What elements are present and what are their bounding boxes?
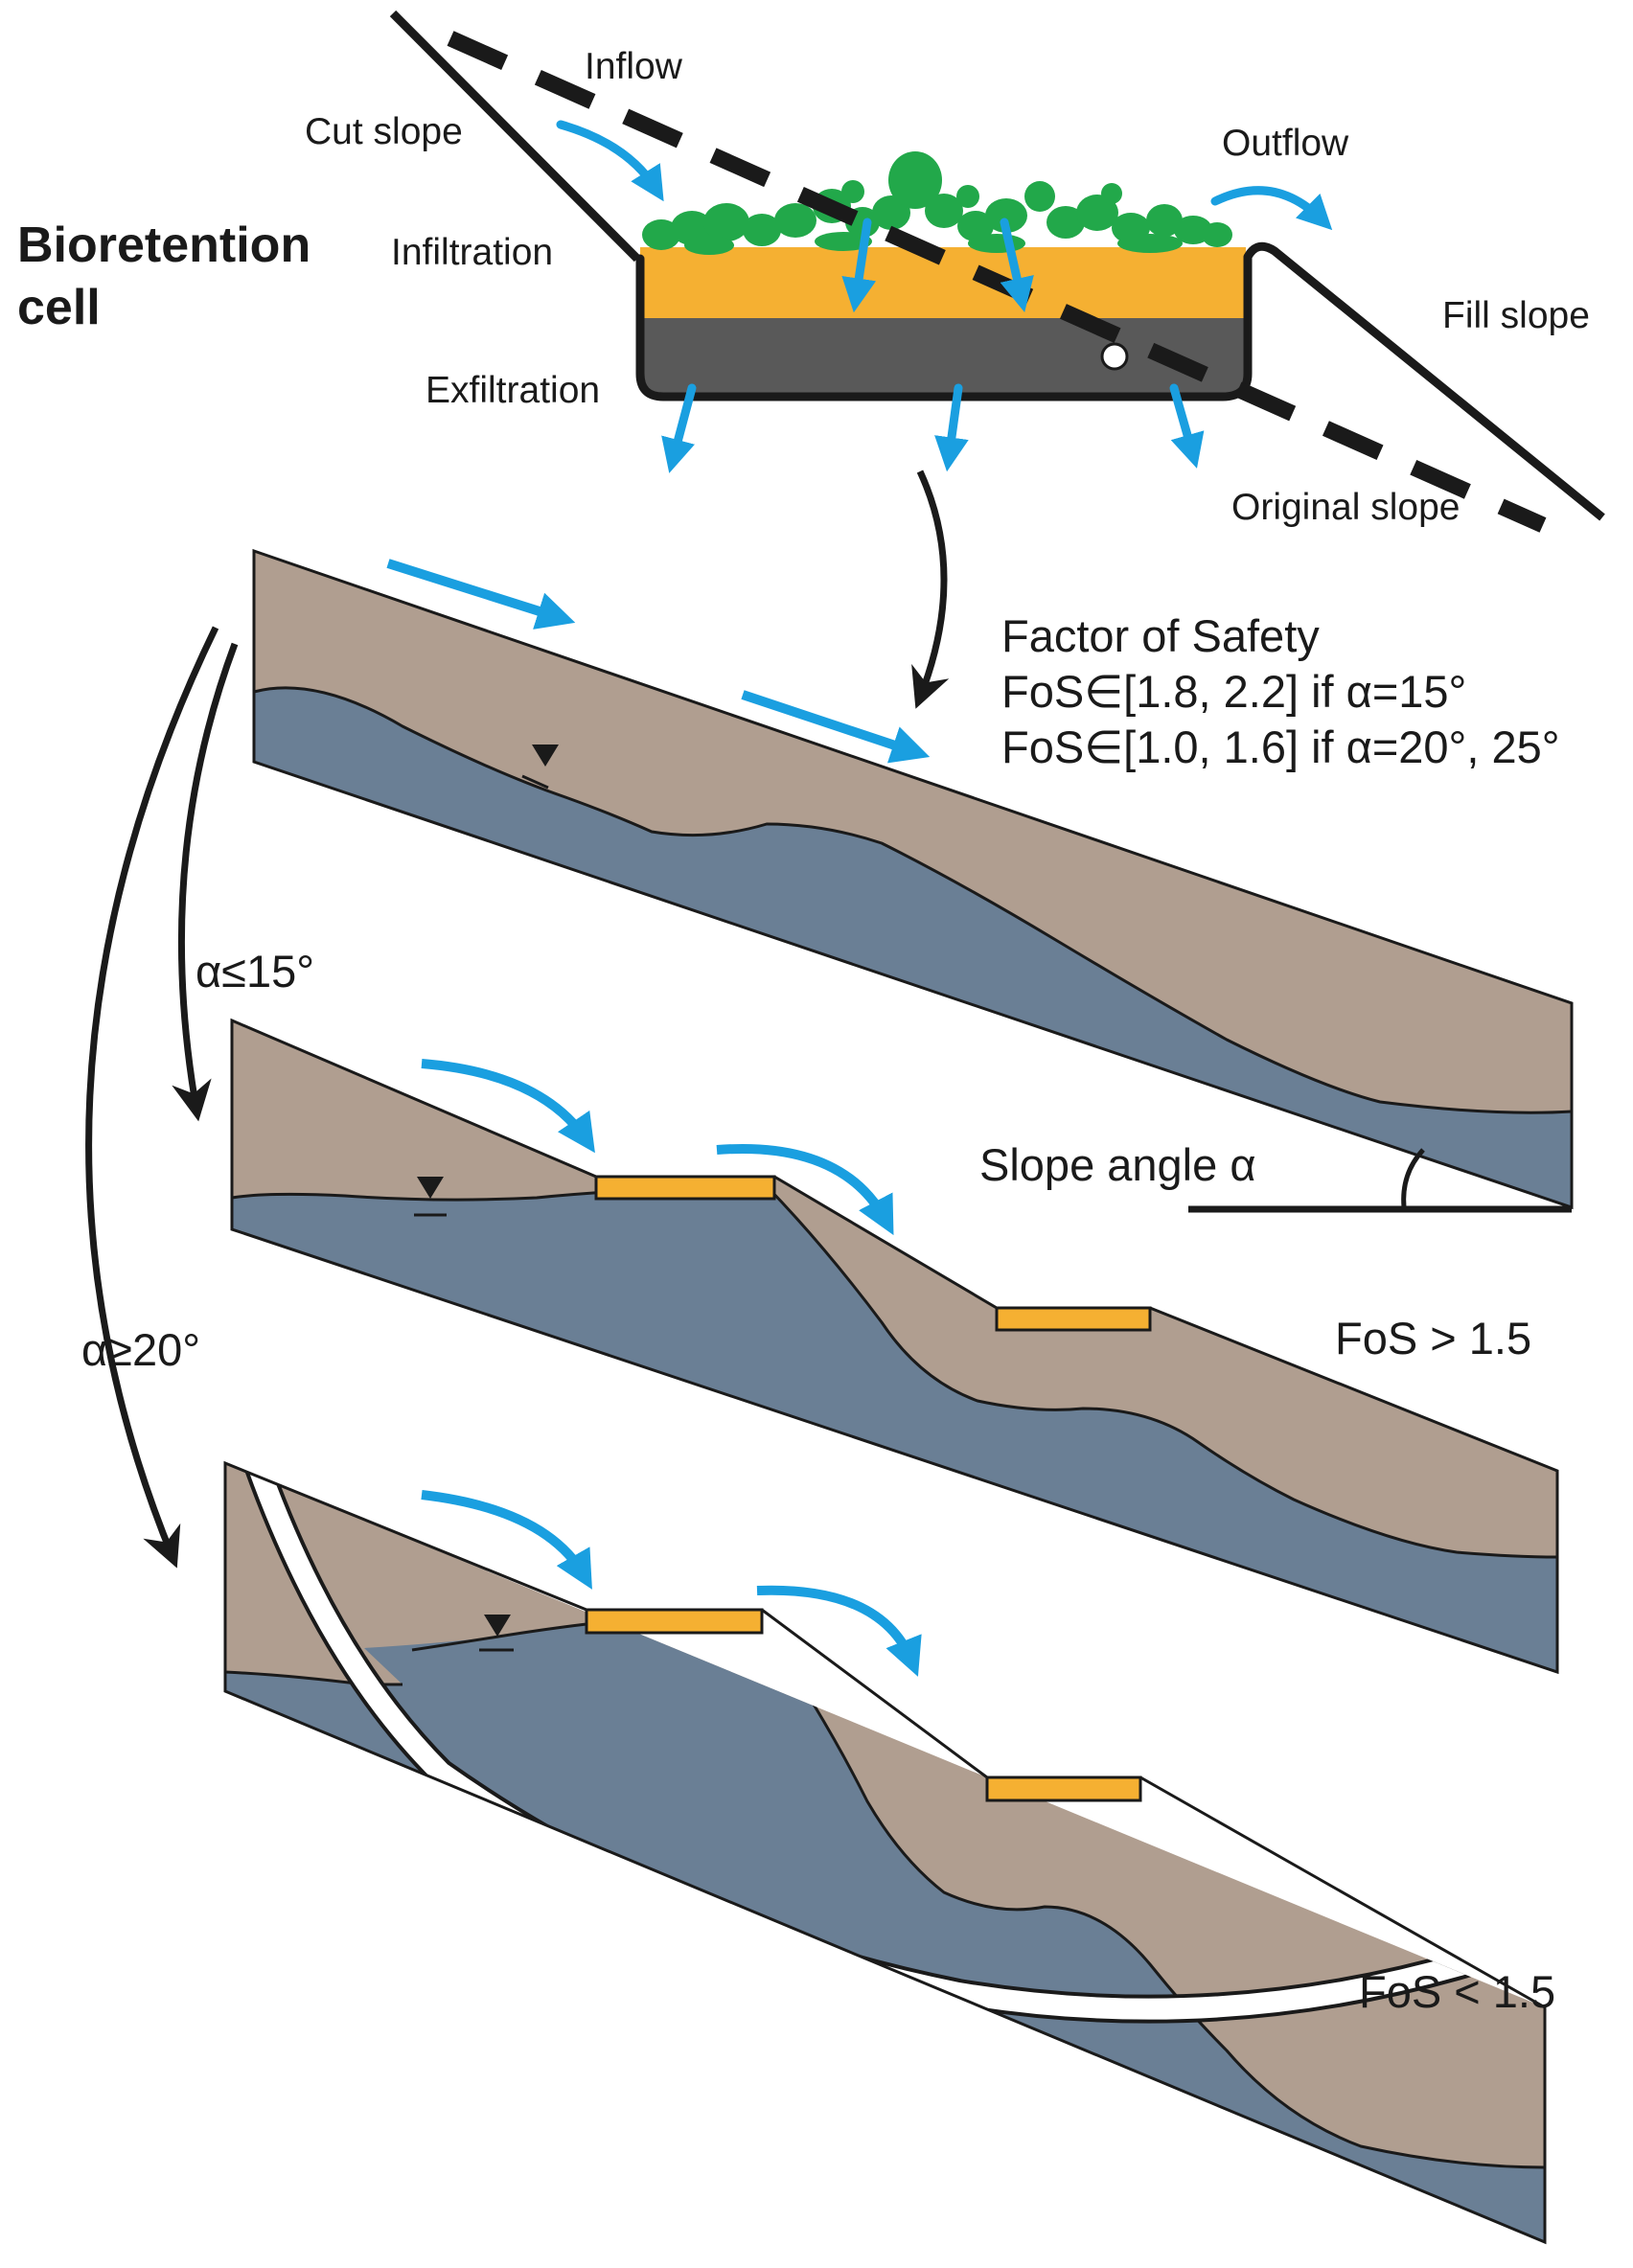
water-table-symbol <box>414 1177 447 1217</box>
exfiltration-label: Exfiltration <box>426 370 600 411</box>
water-table-symbol <box>479 1615 514 1652</box>
fos-line1: FoS∈[1.8, 2.2] if α=15° <box>1001 666 1466 717</box>
fill-slope-label: Fill slope <box>1442 295 1590 336</box>
sliding-direction-arrow <box>551 1867 862 2034</box>
groundwater-region <box>232 1186 1557 1672</box>
infiltration-arrow <box>1000 218 1034 313</box>
groundwater-region <box>225 1624 1545 2242</box>
fos-line2: FoS∈[1.0, 1.6] if α=20°, 25° <box>1001 722 1560 772</box>
surface-flow-arrow <box>741 690 931 764</box>
original-slope-label: Original slope <box>1231 487 1460 528</box>
original-slope-line <box>447 31 1547 533</box>
fos-heading: Factor of Safety <box>1001 610 1320 661</box>
gentle-branch-label: α≤15° <box>196 946 314 997</box>
original-slope-panel <box>252 548 1574 1210</box>
slope-angle-indicator: Slope angle α <box>979 1139 1572 1213</box>
gentle-branch-arrow <box>172 642 239 1122</box>
title-line1: Bioretention <box>17 218 310 273</box>
slip-soil-boundary <box>760 1623 1545 2169</box>
water-table-line <box>253 686 1573 1114</box>
groundwater-region <box>254 687 1572 1207</box>
underdrain-pipe <box>1100 342 1129 371</box>
flow-arrows <box>556 120 1333 473</box>
unstable-fos-label: FoS < 1.5 <box>1359 1966 1555 2017</box>
gentle-slope-panel: FoS > 1.5 <box>230 1018 1559 1675</box>
slope-angle-label: Slope angle α <box>979 1139 1256 1190</box>
water-table-symbol <box>521 745 559 790</box>
surface-flow-arrow <box>756 1585 922 1677</box>
infiltration-label: Infiltration <box>391 232 553 273</box>
stable-fos-label: FoS > 1.5 <box>1335 1313 1531 1363</box>
bioretention-cell-lower <box>995 1306 1152 1332</box>
inflow-arrow <box>556 120 664 202</box>
surface-flow-arrow <box>386 559 576 630</box>
steep-branch-arrow <box>85 626 219 1569</box>
bioretention-cell-section: Inflow Cut slope Outflow Infiltration Fi… <box>17 10 1605 533</box>
cut-slope-line <box>389 10 641 263</box>
inflow-label: Inflow <box>585 46 683 87</box>
outflow-arrow <box>1210 186 1333 231</box>
exfiltration-arrow <box>1169 383 1205 469</box>
title-line2: cell <box>17 280 101 335</box>
surface-flow-arrow <box>716 1144 894 1236</box>
infiltration-arrow <box>841 218 877 313</box>
gravel-layer <box>640 318 1246 395</box>
outflow-label: Outflow <box>1222 123 1349 164</box>
filter-media-layer <box>640 247 1246 322</box>
exfiltration-arrow <box>934 383 969 472</box>
exfiltration-arrow <box>661 383 697 473</box>
surface-flow-arrow <box>421 1490 592 1590</box>
surface-flow-arrow <box>421 1059 595 1154</box>
bioretention-cell-upper <box>594 1175 776 1201</box>
factor-of-safety-block: Factor of Safety FoS∈[1.8, 2.2] if α=15°… <box>1001 610 1560 772</box>
cut-slope-label: Cut slope <box>305 111 463 152</box>
bioretention-cell-upper <box>585 1608 764 1635</box>
water-table-line <box>231 1184 1558 1559</box>
connector-arrow <box>911 470 950 709</box>
bioretention-cell-lower <box>985 1775 1142 1802</box>
steep-branch-label: α≥20° <box>81 1324 200 1375</box>
